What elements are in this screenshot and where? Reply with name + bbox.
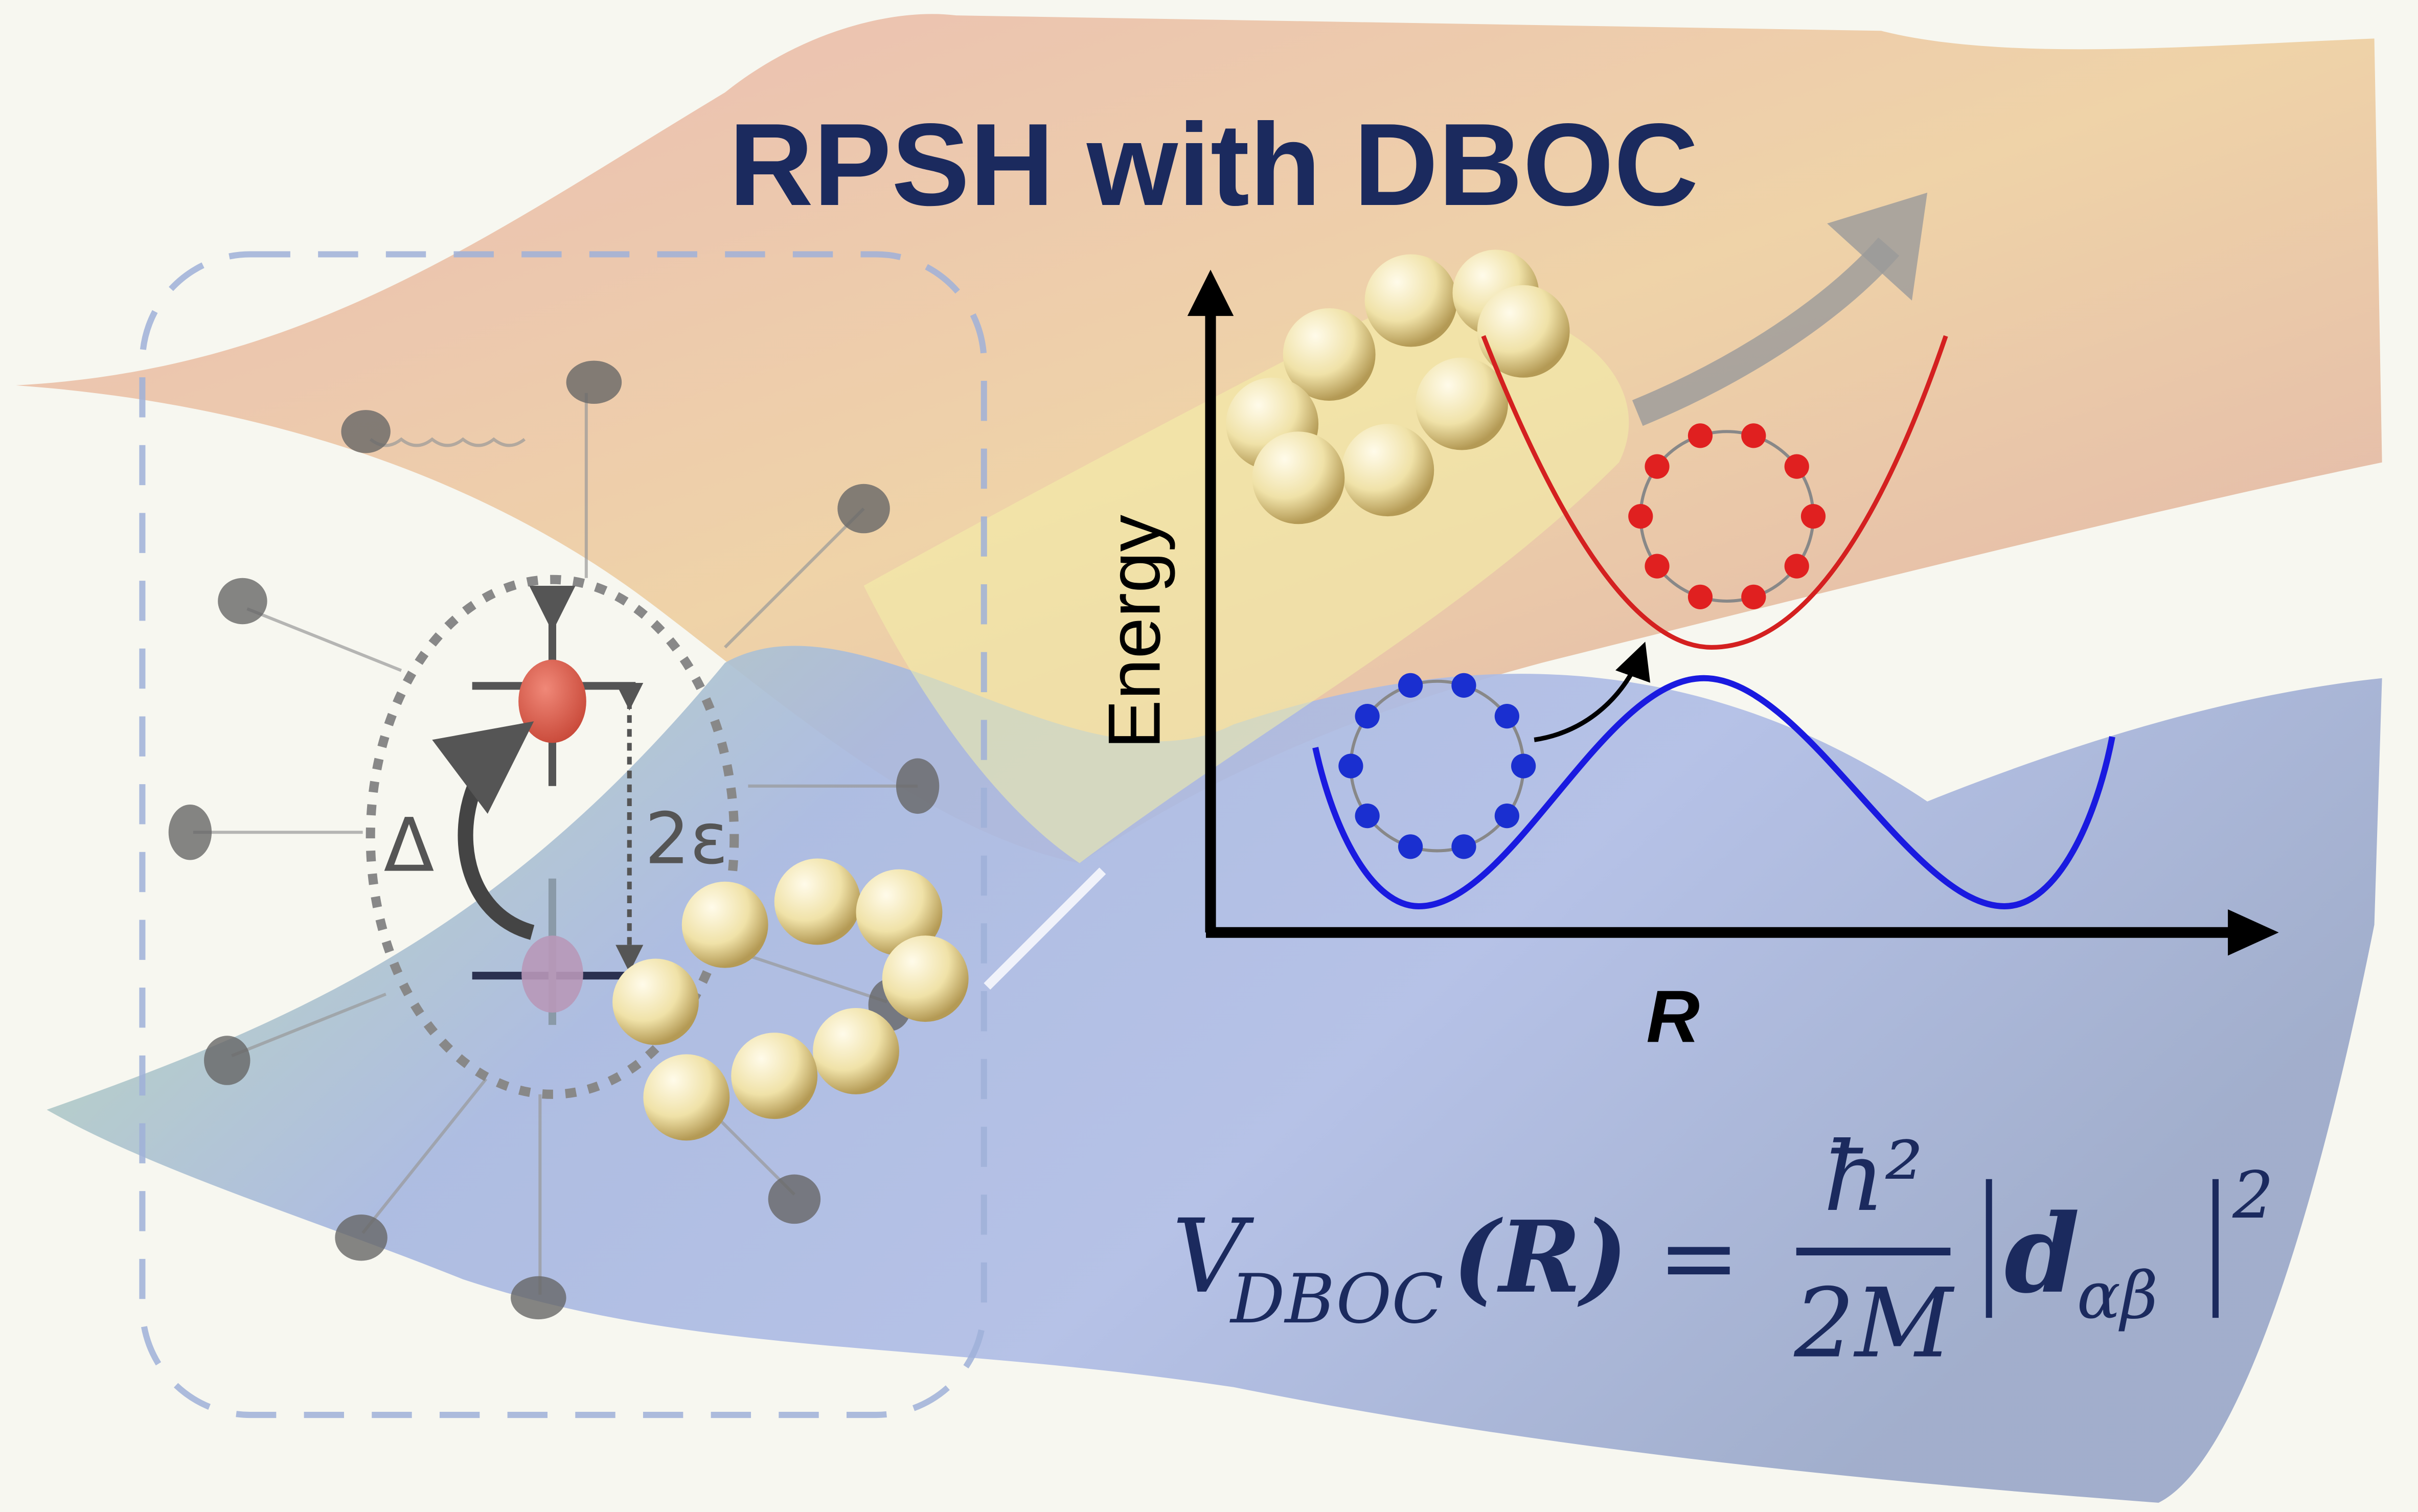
- excited-ring-bead: [1628, 504, 1653, 529]
- ground-ring-bead: [1511, 753, 1536, 778]
- energy-plot: Energy R: [1093, 269, 2279, 1058]
- ground-ring-bead: [1398, 673, 1423, 698]
- formula-coupling-term: d: [2004, 1190, 2080, 1317]
- ground-ring-polymer: [1338, 673, 1536, 859]
- excited-ring-bead: [1687, 584, 1713, 609]
- hop-arrow: [1534, 642, 1651, 742]
- y-axis-arrowhead: [1187, 269, 1234, 316]
- excited-state-curve: [1481, 335, 1948, 650]
- excited-ring-polymer: [1628, 423, 1826, 609]
- x-axis-arrowhead: [2228, 909, 2279, 956]
- ground-ring-bead: [1451, 673, 1476, 698]
- formula-lhs-symbol: V: [1172, 1197, 1254, 1316]
- excited-ring-bead: [1741, 584, 1766, 609]
- formula-exponent: 2: [2232, 1157, 2274, 1233]
- ground-ring-bead: [1451, 834, 1476, 859]
- bath-oscillators: [193, 393, 918, 1295]
- ground-ring-bead: [1398, 834, 1423, 859]
- ring-polymer-gold-lower: [612, 858, 969, 1141]
- ground-ring-bead: [1355, 703, 1380, 729]
- page-title: RPSH with DBOC: [729, 99, 1699, 230]
- energy-gap-label: 2ε: [645, 797, 728, 880]
- y-axis-label: Energy: [1093, 514, 1176, 749]
- excited-ring-bead: [1800, 504, 1826, 529]
- coupling-label: Δ: [384, 803, 435, 889]
- formula-lhs-argument: (R): [1452, 1199, 1628, 1315]
- excited-ring-bead: [1741, 423, 1766, 448]
- excited-state-particle: [518, 659, 586, 743]
- x-axis-label: R: [1646, 975, 1700, 1058]
- ring-polymer-gold-upper: [1226, 249, 1570, 524]
- ground-state-curve: [1312, 675, 2115, 910]
- formula-lhs-subscript: DBOC: [1229, 1260, 1444, 1339]
- ground-ring-bead: [1494, 803, 1519, 829]
- ground-state-particle: [521, 935, 583, 1013]
- ground-ring-bead: [1355, 803, 1380, 829]
- excited-ring-bead: [1784, 554, 1809, 579]
- ground-ring-bead: [1494, 703, 1519, 729]
- formula-coupling-subscript: αβ: [2077, 1257, 2158, 1333]
- excited-ring-bead: [1645, 454, 1670, 479]
- excited-ring-bead: [1687, 423, 1713, 448]
- reaction-direction-arrow: [1632, 237, 1900, 426]
- dboc-formula: V DBOC (R) = ħ² 2M d αβ 2: [1172, 1121, 2274, 1379]
- reaction-direction-arrowhead: [1827, 192, 1928, 301]
- surface-path-arrow: [984, 867, 1106, 990]
- excited-ring-bead: [1784, 454, 1809, 479]
- tunneling-arrow: [432, 721, 535, 940]
- excited-ring-bead: [1645, 554, 1670, 579]
- ground-ring-bead: [1338, 753, 1363, 778]
- formula-numerator: ħ²: [1823, 1121, 1923, 1233]
- two-level-boundary: [366, 575, 739, 1099]
- formula-equals: =: [1657, 1200, 1740, 1315]
- formula-denominator: 2M: [1793, 1268, 1955, 1379]
